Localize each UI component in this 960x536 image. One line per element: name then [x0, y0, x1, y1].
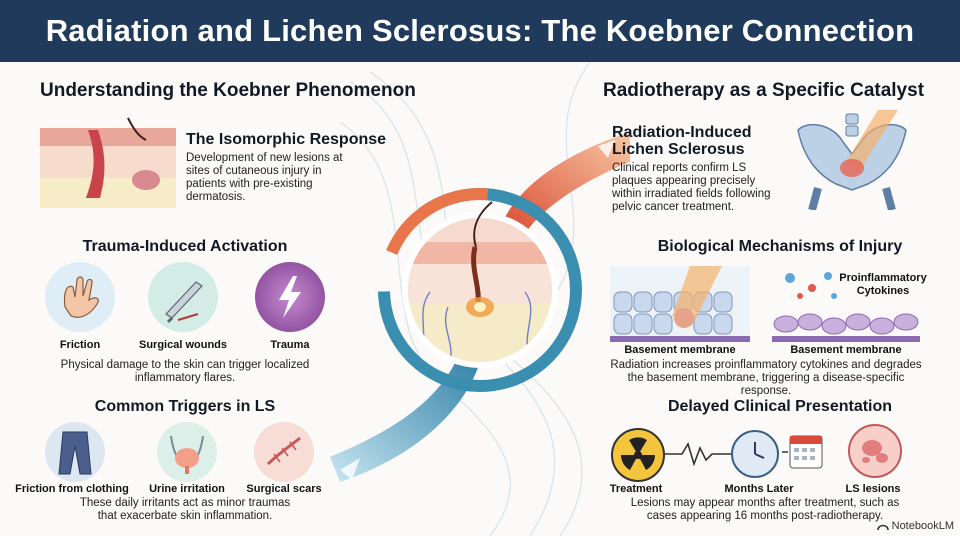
pelvis-illustration	[797, 110, 907, 210]
lesion-icon	[862, 440, 888, 463]
delayed-text: Lesions may appear months after treatmen…	[630, 497, 900, 522]
isomorphic-text: Development of new lesions at sites of c…	[186, 152, 343, 203]
title-banner: Radiation and Lichen Sclerosus: The Koeb…	[0, 0, 960, 62]
scar-icon-circle	[254, 422, 314, 482]
hand-icon	[63, 276, 99, 318]
radiation-title: Radiation-Induced Lichen Sclerosus	[612, 124, 752, 158]
clothing-label: Friction from clothing	[15, 483, 129, 495]
treatment-icon-circle	[611, 428, 665, 482]
left-heading: Understanding the Koebner Phenomenon	[40, 80, 416, 101]
basement-membrane-label-1: Basement membrane	[624, 344, 736, 356]
clock-icon	[754, 442, 765, 459]
radiation-icon	[621, 437, 655, 470]
scar-icon	[266, 436, 301, 466]
delayed-title: Delayed Clinical Presentation	[667, 398, 893, 415]
clothing-icon-circle	[45, 422, 105, 482]
brand-label: NotebookLM	[891, 520, 954, 532]
ls-lesions-label: LS lesions	[845, 483, 901, 495]
bladder-icon	[170, 435, 204, 474]
trauma-label: Trauma	[270, 339, 310, 351]
cytokines-label: Proinflammatory Cytokines	[839, 272, 927, 297]
trauma-text: Physical damage to the skin can trigger …	[60, 359, 310, 384]
friction-icon-circle	[45, 262, 115, 332]
triggers-title: Common Triggers in LS	[94, 398, 276, 415]
scalpel-icon	[165, 281, 203, 324]
page-title: Radiation and Lichen Sclerosus: The Koeb…	[45, 13, 915, 48]
mechanisms-title: Biological Mechanisms of Injury	[657, 238, 903, 255]
trauma-icon-circle	[255, 262, 325, 332]
central-koebner-graphic	[330, 62, 630, 536]
basement-membrane-cells-illustration	[610, 266, 750, 342]
mechanisms-text: Radiation increases proinflammatory cyto…	[610, 359, 922, 397]
pants-icon	[58, 431, 92, 475]
clock-icon-circle	[731, 430, 779, 478]
timeline-pulse-line	[664, 442, 734, 467]
friction-label: Friction	[59, 339, 101, 351]
lesion-icon-circle	[848, 424, 902, 478]
right-heading: Radiotherapy as a Specific Catalyst	[603, 80, 925, 101]
urine-label: Urine irritation	[149, 483, 225, 495]
triggers-text: These daily irritants act as minor traum…	[79, 497, 291, 522]
calendar-icon	[782, 435, 823, 469]
lightning-icon	[279, 276, 301, 318]
notebook-logo-icon	[876, 524, 889, 531]
treatment-label: Treatment	[609, 483, 663, 495]
isomorphic-title: The Isomorphic Response	[186, 131, 387, 148]
basement-membrane-label-2: Basement membrane	[790, 344, 902, 356]
urine-icon-circle	[157, 422, 217, 482]
brand-mark: NotebookLM	[876, 520, 954, 532]
cytokines-illustration	[772, 272, 920, 342]
skin-lesion-illustration	[40, 117, 176, 208]
trauma-title: Trauma-Induced Activation	[82, 238, 288, 255]
surgical-wounds-label: Surgical wounds	[138, 339, 227, 351]
months-later-label: Months Later	[724, 483, 794, 495]
radiation-text: Clinical reports confirm LS plaques appe…	[612, 162, 771, 213]
surgical-wounds-icon-circle	[148, 262, 218, 332]
scar-label: Surgical scars	[246, 483, 322, 495]
